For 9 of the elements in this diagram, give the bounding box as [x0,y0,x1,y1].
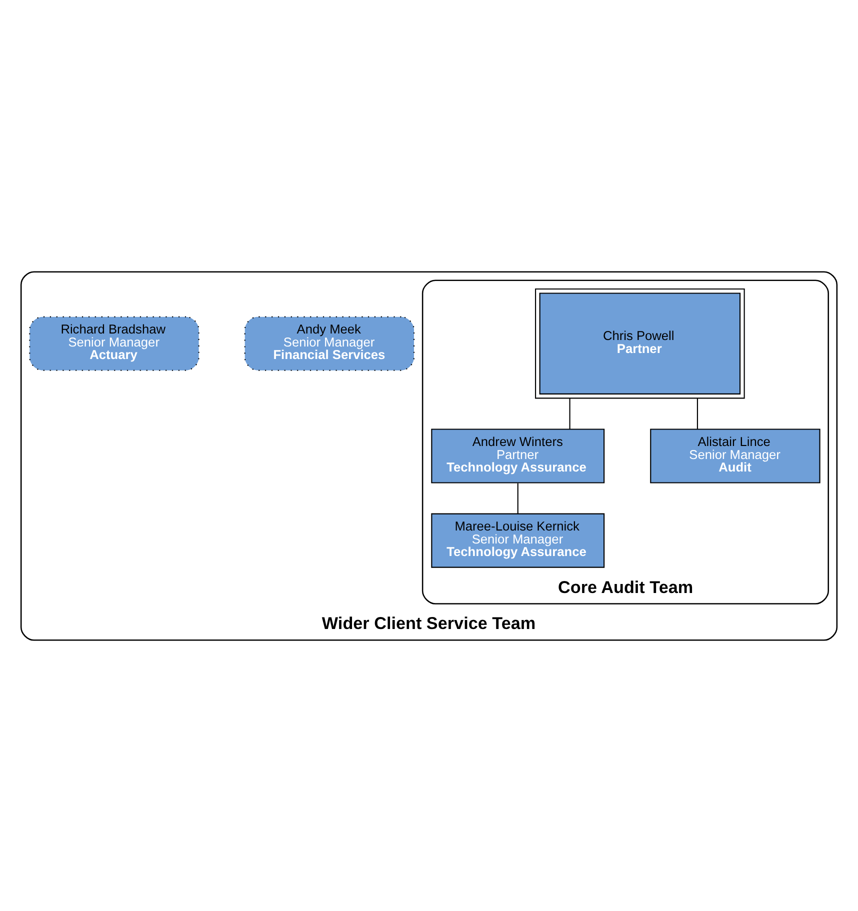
node-box: Chris Powell Partner [535,288,745,398]
connector [569,398,570,429]
node-box: Andy Meek Senior Manager Financial Services [244,316,415,370]
connector [696,398,698,429]
connector [517,482,518,514]
node-box: Alistair Lince Senior Manager Audit [650,428,820,483]
node-box: Richard Bradshaw Senior Manager Actuary [29,316,200,370]
node-box: Andrew Winters Partner Technology Assurance [431,428,605,483]
node-box: Maree-Louise Kernick Senior Manager Technology Assurance [431,512,605,568]
